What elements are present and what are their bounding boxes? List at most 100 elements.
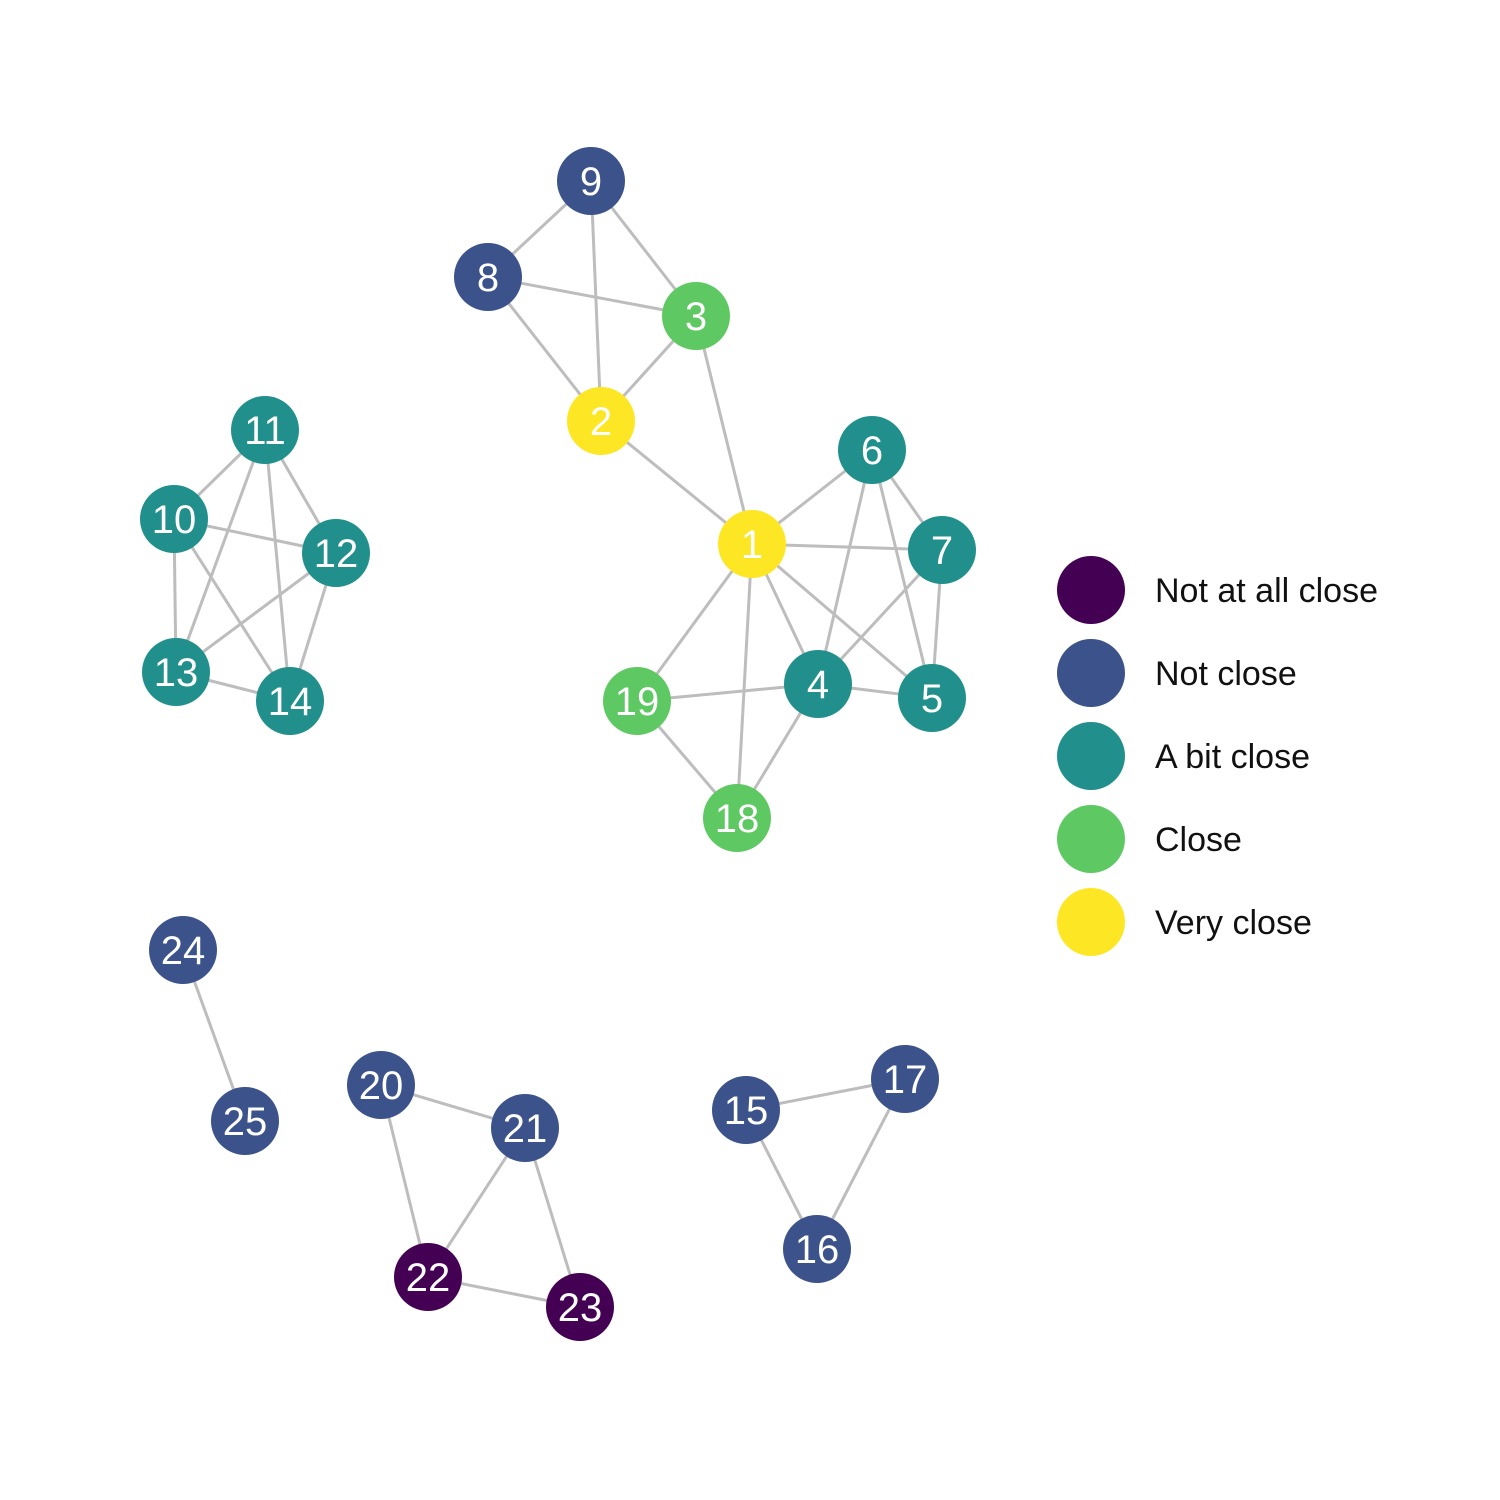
- node-label: 15: [724, 1089, 769, 1133]
- legend-label: Close: [1155, 821, 1242, 859]
- node-label: 9: [580, 160, 602, 204]
- node-10: 10: [140, 485, 208, 553]
- legend-swatch: [1057, 556, 1125, 624]
- node-circle: [784, 650, 852, 718]
- node-19: 19: [603, 667, 671, 735]
- node-circle: [838, 416, 906, 484]
- node-label: 1: [741, 523, 763, 567]
- node-label: 8: [477, 256, 499, 300]
- legend-swatch: [1057, 888, 1125, 956]
- legend-item-close: Close: [1057, 805, 1242, 873]
- node-label: 14: [268, 680, 313, 724]
- legend-label: Very close: [1155, 904, 1312, 942]
- edge-8-3: [487, 275, 697, 318]
- node-circle: [662, 282, 730, 350]
- node-circle: [211, 1087, 279, 1155]
- node-12: 12: [302, 519, 370, 587]
- edge-11-14: [263, 429, 292, 702]
- node-circle: [567, 387, 635, 455]
- legend-swatch: [1057, 805, 1125, 873]
- node-label: 21: [503, 1107, 548, 1151]
- node-label: 11: [244, 409, 286, 453]
- node-circle: [149, 916, 217, 984]
- node-circle: [347, 1051, 415, 1119]
- node-circle: [140, 485, 208, 553]
- node-label: 16: [795, 1228, 840, 1272]
- node-22: 22: [394, 1243, 462, 1311]
- edge-1-18: [735, 543, 754, 819]
- node-circle: [908, 516, 976, 584]
- node-label: 13: [154, 651, 199, 695]
- edge-1-5: [751, 542, 933, 700]
- node-circle: [783, 1215, 851, 1283]
- edge-10-14: [172, 518, 292, 702]
- node-24: 24: [149, 916, 217, 984]
- node-7: 7: [908, 516, 976, 584]
- node-circle: [871, 1045, 939, 1113]
- node-circle: [142, 638, 210, 706]
- legend-label: A bit close: [1155, 738, 1310, 776]
- node-label: 20: [359, 1064, 404, 1108]
- node-circle: [546, 1273, 614, 1341]
- node-label: 4: [807, 663, 829, 707]
- node-label: 10: [152, 498, 197, 542]
- node-label: 23: [558, 1286, 603, 1330]
- node-label: 17: [883, 1058, 928, 1102]
- legend-item-not-at-all-close: Not at all close: [1057, 556, 1378, 624]
- node-label: 25: [223, 1100, 268, 1144]
- edge-6-4: [816, 449, 874, 685]
- node-4: 4: [784, 650, 852, 718]
- legend-swatch: [1057, 639, 1125, 707]
- node-circle: [491, 1094, 559, 1162]
- node-14: 14: [256, 667, 324, 735]
- node-label: 18: [715, 797, 760, 841]
- legend-label: Not at all close: [1155, 572, 1378, 610]
- node-circle: [454, 243, 522, 311]
- edge-6-5: [870, 449, 934, 699]
- node-circle: [557, 147, 625, 215]
- node-1: 1: [718, 510, 786, 578]
- node-3: 3: [662, 282, 730, 350]
- node-13: 13: [142, 638, 210, 706]
- node-8: 8: [454, 243, 522, 311]
- node-23: 23: [546, 1273, 614, 1341]
- node-17: 17: [871, 1045, 939, 1113]
- edge-3-1: [694, 315, 754, 545]
- legend-item-very-close: Very close: [1057, 888, 1312, 956]
- node-label: 5: [921, 677, 943, 721]
- node-2: 2: [567, 387, 635, 455]
- node-15: 15: [712, 1076, 780, 1144]
- legend-label: Not close: [1155, 655, 1297, 693]
- node-circle: [603, 667, 671, 735]
- node-circle: [718, 510, 786, 578]
- node-label: 3: [685, 295, 707, 339]
- node-label: 22: [406, 1256, 451, 1300]
- legend-swatch: [1057, 722, 1125, 790]
- edge-layer: [172, 179, 944, 1309]
- node-9: 9: [557, 147, 625, 215]
- node-label: 2: [590, 400, 612, 444]
- node-circle: [302, 519, 370, 587]
- node-20: 20: [347, 1051, 415, 1119]
- node-18: 18: [703, 784, 771, 852]
- node-label: 24: [161, 929, 206, 973]
- node-11: 11: [231, 396, 299, 464]
- node-circle: [703, 784, 771, 852]
- node-16: 16: [783, 1215, 851, 1283]
- legend-item-not-close: Not close: [1057, 639, 1297, 707]
- node-25: 25: [211, 1087, 279, 1155]
- legend-item-a-bit-close: A bit close: [1057, 722, 1310, 790]
- node-6: 6: [838, 416, 906, 484]
- node-label: 19: [615, 680, 660, 724]
- node-label: 6: [861, 429, 883, 473]
- node-circle: [256, 667, 324, 735]
- edge-11-13: [174, 429, 267, 673]
- node-label: 12: [314, 532, 359, 576]
- node-circle: [394, 1243, 462, 1311]
- node-circle: [712, 1076, 780, 1144]
- node-label: 7: [931, 529, 953, 573]
- node-circle: [231, 396, 299, 464]
